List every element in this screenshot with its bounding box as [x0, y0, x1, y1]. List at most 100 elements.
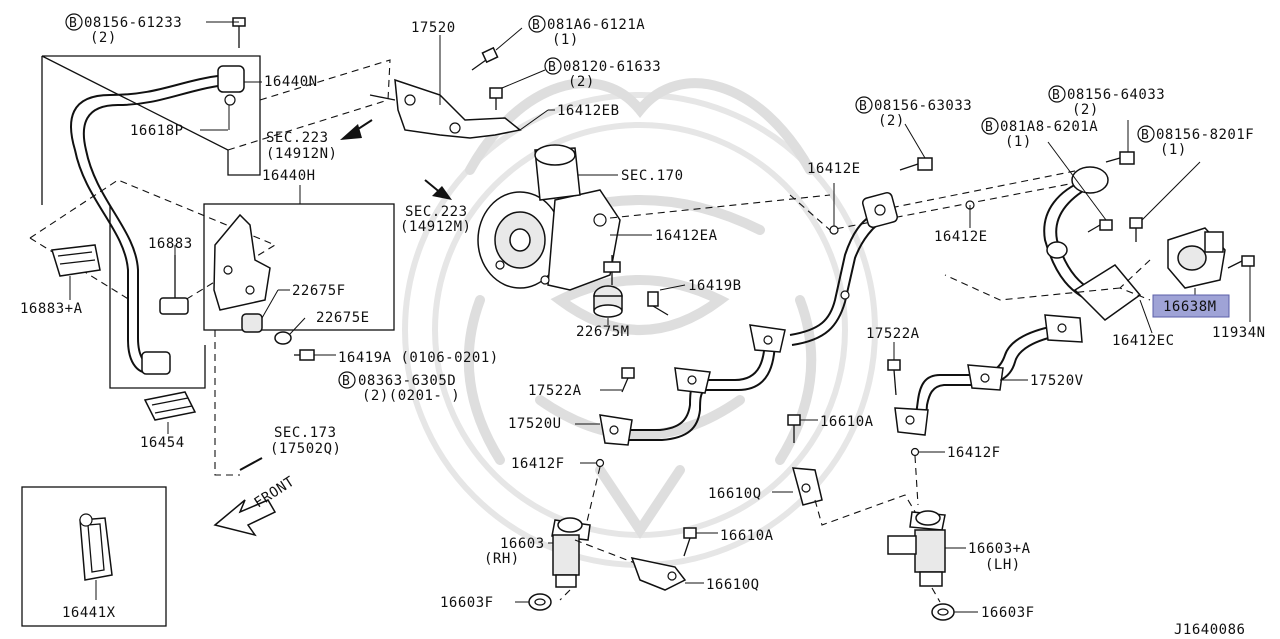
- insulator-22675M: [593, 255, 623, 318]
- bolt-16419B-icon: [647, 284, 686, 316]
- label-16603-rh: (RH): [484, 551, 520, 567]
- svg-text:B: B: [859, 99, 867, 114]
- label-16419B: 16419B: [688, 278, 742, 294]
- label-bolt-08120-61633: 08120-61633: [563, 59, 661, 75]
- bolt-marker-6: B: [981, 117, 999, 135]
- label-16412EC: 16412EC: [1112, 333, 1175, 349]
- bolt-16610A-upper-icon: [787, 414, 818, 443]
- fuel-pipe-main: [789, 192, 898, 346]
- diagram-id: J1640086: [1174, 622, 1245, 638]
- bolt-081A8-6201A-icon: [1047, 141, 1113, 233]
- bolt-17522A-left-icon: [621, 367, 635, 393]
- label-16883A: 16883+A: [20, 301, 83, 317]
- label-sec223-m: SEC.223: [405, 204, 468, 220]
- label-16610A-lower: 16610A: [720, 528, 774, 544]
- bolt-marker-7: B: [1137, 125, 1155, 143]
- svg-text:B: B: [69, 16, 77, 31]
- fuel-pipe-17520U: [599, 324, 786, 446]
- fuel-pipe-17520V: [894, 314, 1083, 436]
- label-sec223-n: SEC.223: [266, 130, 329, 146]
- label-16412E-b: 16412E: [934, 229, 988, 245]
- label-16603A-lh: (LH): [985, 557, 1021, 573]
- label-16610Q-lower: 16610Q: [706, 577, 760, 593]
- svg-text:B: B: [985, 120, 993, 135]
- bolt-marker-2: B: [528, 15, 546, 33]
- label-sec223-m-sub: (14912M): [400, 219, 471, 235]
- injector-16603A-lh: [887, 510, 946, 587]
- label-16603F-lh: 16603F: [981, 605, 1035, 621]
- label-16412EA: 16412EA: [655, 228, 718, 244]
- front-arrow-icon: [213, 499, 277, 537]
- label-16610Q-upper: 16610Q: [708, 486, 762, 502]
- label-17520U: 17520U: [508, 416, 562, 432]
- clamp-16610Q-upper: [791, 467, 823, 506]
- label-16412F-left: 16412F: [511, 456, 565, 472]
- svg-text:B: B: [532, 18, 540, 33]
- label-16412F-right: 16412F: [947, 445, 1001, 461]
- label-qty-1-c: (1): [1160, 142, 1187, 158]
- clamp-16883: [159, 255, 189, 315]
- bolt-17522A-right-icon: [887, 342, 901, 396]
- label-16454: 16454: [140, 435, 185, 451]
- label-sec173-sub: (17502Q): [270, 441, 341, 457]
- svg-text:B: B: [342, 374, 350, 389]
- label-16603A: 16603+A: [968, 541, 1031, 557]
- label-17522A-right: 17522A: [866, 326, 920, 342]
- clip-16441X: [79, 513, 113, 581]
- clamp-16883A: [51, 244, 101, 277]
- label-16440H: 16440H: [262, 168, 316, 184]
- bolt-marker-1: B: [65, 13, 83, 31]
- hose-assembly-16440N: [41, 55, 391, 375]
- label-16603: 16603: [500, 536, 545, 552]
- label-16412E-a: 16412E: [807, 161, 861, 177]
- label-qty-2-a: (2): [90, 30, 117, 46]
- label-17522A-left: 17522A: [528, 383, 582, 399]
- bolt-16419A-icon: [294, 349, 336, 361]
- bolt-marker-5: B: [1048, 85, 1066, 103]
- label-qty-1-b: (1): [1005, 134, 1032, 150]
- bolt-marker-8: B: [338, 371, 356, 389]
- bracket-16440H: [213, 213, 271, 311]
- label-16419A: 16419A (0106-0201): [338, 350, 499, 366]
- bolt-08156-8201F-icon: [1129, 161, 1201, 242]
- label-qty-1-a: (1): [552, 32, 579, 48]
- svg-text:B: B: [1052, 88, 1060, 103]
- label-22675F: 22675F: [292, 283, 346, 299]
- bolt-081A6-6121A-icon: [471, 27, 523, 71]
- label-16618P: 16618P: [130, 123, 184, 139]
- clamp-16610Q-lower: [630, 556, 687, 591]
- bolt-08156-61233-icon: [206, 17, 246, 48]
- svg-text:B: B: [548, 60, 556, 75]
- washer-22675E: [274, 317, 306, 345]
- label-bolt-08156-63033: 08156-63033: [874, 98, 972, 114]
- high-pressure-pump: [477, 144, 621, 291]
- bolt-marker-3: B: [544, 57, 562, 75]
- bolt-08156-64033-icon: [1105, 120, 1135, 165]
- label-16603F-rh: 16603F: [440, 595, 494, 611]
- bolt-11934N-icon: [1227, 255, 1255, 322]
- kit-box-16440H: [203, 203, 395, 331]
- label-16883: 16883: [148, 236, 193, 252]
- bolt-08120-61633-icon: [489, 69, 546, 110]
- label-22675E: 22675E: [316, 310, 370, 326]
- label-sec170: SEC.170: [621, 168, 684, 184]
- svg-text:B: B: [1141, 128, 1149, 143]
- label-16638M: 16638M: [1163, 299, 1217, 315]
- label-bolt-081A6-6121A: 081A6-6121A: [547, 17, 645, 33]
- label-sec173: SEC.173: [274, 425, 337, 441]
- label-qty-2-b: (2): [568, 74, 595, 90]
- label-16440N: 16440N: [264, 74, 318, 90]
- inset-box-16441X: [21, 486, 167, 627]
- label-17520: 17520: [411, 20, 456, 36]
- label-bolt-08156-8201F: 08156-8201F: [1156, 127, 1254, 143]
- label-qty-2-d: (2): [1072, 102, 1099, 118]
- label-bolt-08156-61233: 08156-61233: [84, 15, 182, 31]
- clip-16454: [143, 391, 197, 421]
- fuel-pipe-right: [1043, 166, 1142, 321]
- label-qty-2-c: (2): [878, 113, 905, 129]
- bolt-16610A-lower-icon: [683, 527, 718, 557]
- label-bolt-081A8-6201A: 081A8-6201A: [1000, 119, 1098, 135]
- label-qty-08363: (2)(0201- ): [362, 388, 460, 404]
- label-16610A-upper: 16610A: [820, 414, 874, 430]
